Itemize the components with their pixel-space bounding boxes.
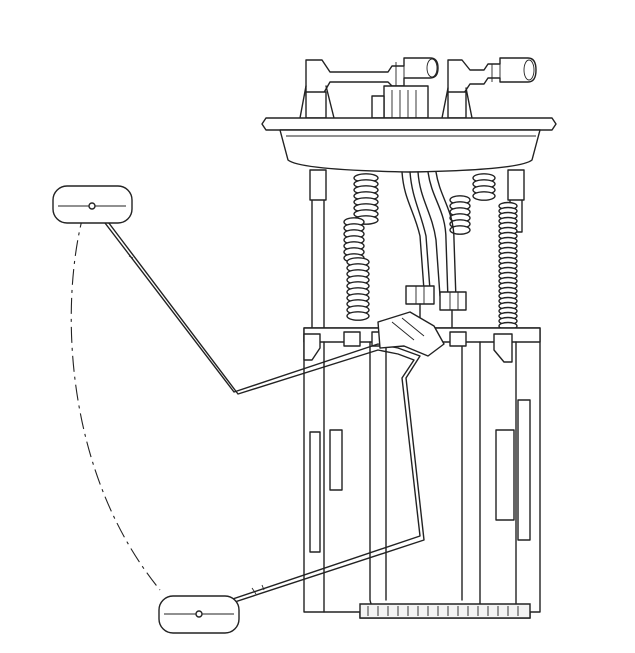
float-lower-icon xyxy=(158,595,240,634)
reservoir-body xyxy=(303,327,541,619)
riser-left xyxy=(305,91,327,119)
coil-ring xyxy=(449,225,471,235)
float-icon xyxy=(52,185,133,224)
riser-right xyxy=(447,91,467,119)
top-flange xyxy=(261,57,557,173)
reservoir-base xyxy=(359,603,531,619)
float-arm xyxy=(91,205,445,615)
float-pivot xyxy=(377,311,445,357)
coil-hose-icon xyxy=(343,173,518,331)
reservoir-base-ribs xyxy=(367,606,519,616)
coil-ring xyxy=(472,191,496,201)
coil-ring xyxy=(346,311,370,321)
wiring-harness xyxy=(401,171,467,331)
flange-plate xyxy=(261,117,557,131)
float-swing-arc xyxy=(70,211,161,591)
connector-icon xyxy=(371,85,429,119)
outlet-pipe-right xyxy=(447,57,537,97)
